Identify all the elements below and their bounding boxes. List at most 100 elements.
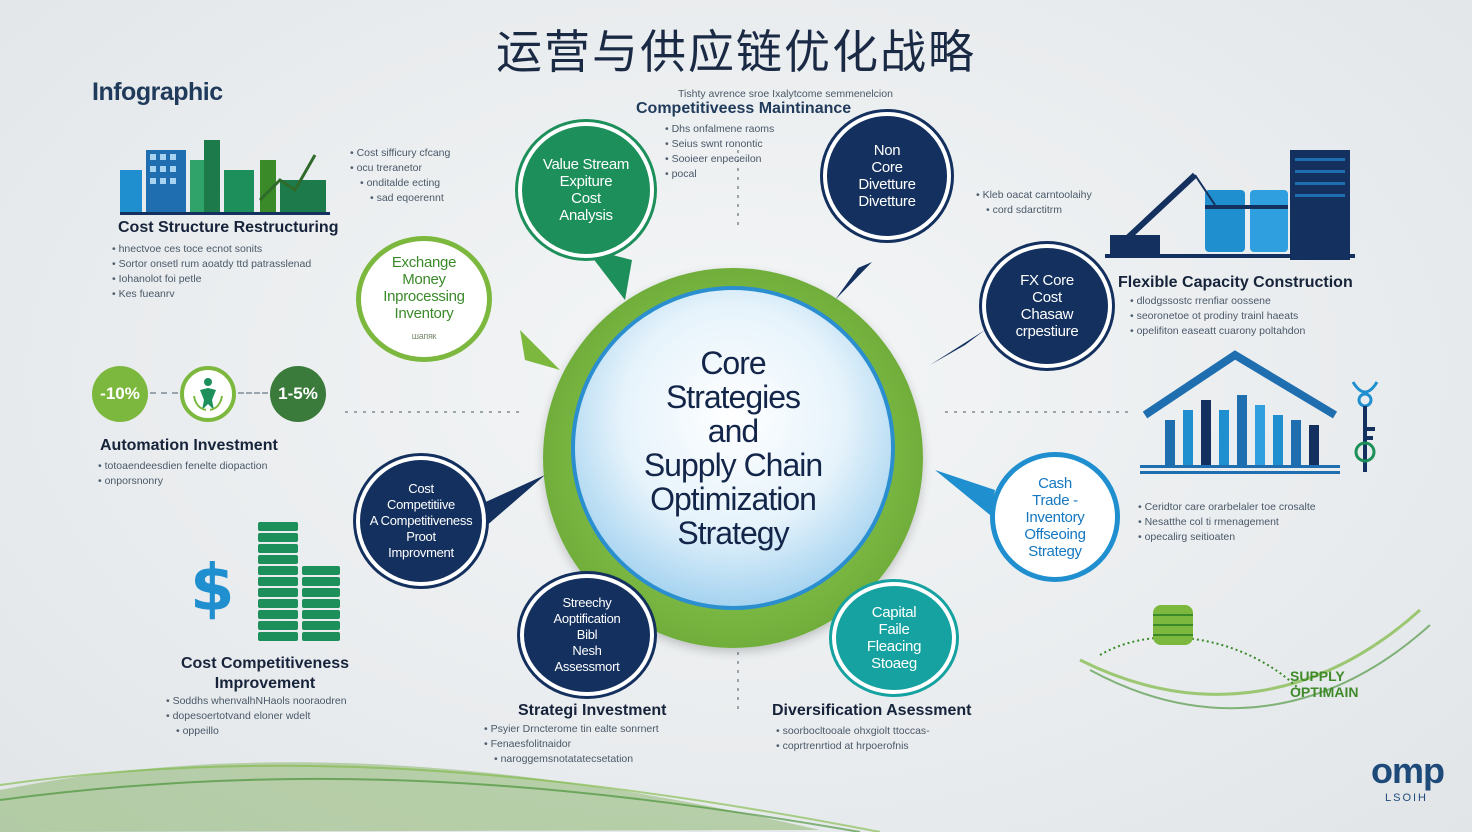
- key-ring-icon: [1351, 381, 1379, 472]
- bullet-item: dopesoertotvand eloner wdelt: [166, 709, 347, 724]
- bubble-line: Competitiive: [387, 497, 455, 512]
- supply-chain-logo-text: SUPPLY OPTIMAIN: [1290, 668, 1358, 700]
- diversification-heading: Diversification Asessment: [772, 702, 972, 719]
- bubble-line: Cost: [1032, 289, 1062, 306]
- flexible-capacity-bullets: dlodgssostc rrenfiar oossene seoronetoe …: [1130, 294, 1306, 339]
- factory-building-icon: [1140, 350, 1340, 474]
- center-line: Supply Chain: [643, 447, 823, 483]
- heading-line: Cost Competitiveness: [180, 655, 350, 672]
- bubble-line: Inventory: [394, 304, 454, 322]
- bullet-item: coprtrenrtiod at hrpoerofnis: [776, 739, 930, 754]
- flexible-capacity-heading: Flexible Capacity Construction: [1118, 274, 1353, 291]
- center-line: and: [707, 413, 759, 449]
- page-title: 运营与供应链优化战略: [496, 25, 976, 79]
- bubble-non-core: Non Core Divetture Divetture: [823, 112, 951, 240]
- bubble-exchange-inventory: Exchange Money Inprocessing Inventory шa…: [356, 236, 492, 362]
- bubble-line: crpestiure: [1015, 323, 1079, 340]
- bubble-line: Strategy: [1028, 542, 1082, 560]
- bullet-item: Iohanolot foi petle: [112, 272, 311, 287]
- bubble-line: Money: [402, 270, 446, 288]
- cost-structure-heading: Cost Structure Restructuring: [118, 219, 339, 236]
- bubble-fx-core-cost: FX Core Cost Chasaw crpestiure: [982, 244, 1112, 368]
- city-skyline-icon: [120, 140, 330, 215]
- bullet-item: hnectvoe ces toce ecnot sonits: [112, 242, 311, 257]
- diversification-bullets: soorbocltooale ohxgiolt ttoccas- coprtre…: [776, 724, 930, 754]
- non-core-side-bullets: Kleb oacat carntoolaihy cord sdarctitrm: [976, 188, 1092, 218]
- cost-competitiveness-heading: Cost Competitiveness Improvement: [150, 654, 380, 694]
- pct-right-badge: 1-5%: [270, 366, 326, 422]
- bubble-subtext: шaпяк: [411, 330, 437, 341]
- bubble-line: Expiture: [559, 173, 613, 190]
- cost-structure-side-bullets: Cost sifficury cfcang ocu treranetor ond…: [350, 146, 451, 206]
- bullet-item: Kes fueanrv: [112, 287, 311, 302]
- bullet-item: opelifiton easeatt cuarony poltahdon: [1130, 324, 1306, 339]
- cost-structure-bullets: hnectvoe ces toce ecnot sonits Sortor on…: [112, 242, 312, 302]
- brand-logo-sub: LSOIH: [1384, 792, 1428, 804]
- automation-connector: [238, 392, 268, 394]
- heading-line: Improvement: [214, 675, 316, 692]
- cost-competitiveness-bullets: Soddhs whenvalhNHaols nooraodren dopesoe…: [166, 694, 347, 739]
- strategic-investment-heading: Strategi Investment: [518, 702, 667, 719]
- bullet-item: Seius swnt ronontic: [665, 137, 774, 152]
- bullet-item: Nesatthe col ti rmenagement: [1138, 515, 1316, 530]
- bullet-item: onditalde ecting: [350, 176, 450, 191]
- automation-heading: Automation Investment: [100, 437, 278, 454]
- bullet-item: soorbocltooale ohxgiolt ttoccas-: [776, 724, 930, 739]
- bubble-line: Bibl: [576, 627, 598, 642]
- person-cycle-icon: [193, 378, 223, 411]
- bubble-line: Faile: [878, 621, 910, 638]
- money-stack-icon: [258, 522, 340, 641]
- bullet-item: oppeillo: [166, 724, 347, 739]
- bubble-line: Fleacing: [866, 638, 922, 655]
- bubble-value-stream: Value Stream Expiture Cost Analysis: [518, 122, 654, 258]
- bullet-item: naroggemsnotatatecsetation: [484, 752, 659, 767]
- bubble-strategy-assessment: Streechy Aoptification Bibl Nesh Assessm…: [520, 574, 654, 696]
- bubble-line: Core: [871, 159, 903, 176]
- bubble-line: Divetture: [858, 193, 916, 210]
- bubble-line: Offseoing: [1024, 525, 1086, 543]
- bubble-line: Cost: [571, 190, 601, 207]
- bubble-line: Proot: [406, 529, 436, 544]
- bubble-line: Value Stream: [542, 156, 630, 173]
- bullet-item: Ceridtor care orarbelaler toe crosalte: [1138, 500, 1316, 515]
- bubble-line: Nesh: [572, 643, 602, 658]
- logo-line: OPTIMAIN: [1290, 684, 1359, 700]
- coin-stack-icon: [1153, 605, 1193, 645]
- bubble-capital-financing: Capital Faile Fleacing Stoaeg: [832, 582, 956, 694]
- bubble-line: Inprocessing: [383, 287, 465, 305]
- automation-person-badge: [180, 366, 236, 422]
- center-line: Strategy: [677, 515, 789, 551]
- center-core-strategies: Core Strategies and Supply Chain Optimiz…: [571, 286, 895, 610]
- bullet-item: Cost sifficury cfcang: [350, 146, 451, 161]
- competitiveness-top-line: Tishty avrence sroe Ixalytcome semmenelc…: [678, 88, 893, 100]
- brand-label: Infographic: [92, 78, 223, 106]
- bullet-item: pocal: [665, 167, 774, 182]
- bubble-line: Aoptification: [553, 611, 621, 626]
- automation-bullets: totoaendeesdien fenelte diopaction onpor…: [98, 459, 268, 489]
- bubble-line: Capital: [871, 604, 917, 621]
- bubble-line: Chasaw: [1020, 306, 1074, 323]
- dollar-sign-icon: $: [190, 552, 235, 626]
- bubble-cost-competitiveness: Cost Competitiive A Competitiveness Proo…: [356, 456, 486, 586]
- bubble-line: Cash: [1038, 474, 1072, 492]
- bubble-line: Inventory: [1025, 508, 1085, 526]
- bullet-item: cord sdarctitrm: [976, 203, 1092, 218]
- cash-side-bullets: Ceridtor care orarbelaler toe crosalte N…: [1138, 500, 1316, 545]
- logo-line: SUPPLY: [1290, 668, 1345, 684]
- bubble-line: Assessmort: [554, 659, 620, 674]
- competitiveness-heading: Competitiveess Maintinance: [636, 100, 852, 117]
- bullet-item: onporsnonry: [98, 474, 267, 489]
- automation-connector: [150, 392, 178, 394]
- bullet-item: seoronetoe ot prodiny trainl haeats: [1130, 309, 1305, 324]
- bubble-line: Exchange: [391, 253, 457, 271]
- center-line: Optimization: [650, 481, 817, 517]
- bubble-line: Cost: [408, 481, 434, 496]
- center-disc: [571, 286, 895, 610]
- center-line: Core: [700, 345, 766, 381]
- competitiveness-bullets: Dhs onfalmene raoms Seius swnt ronontic …: [665, 122, 775, 182]
- bubble-line: Streechy: [562, 595, 612, 610]
- bubble-line: Analysis: [559, 207, 613, 224]
- bullet-item: sad eqoerennt: [350, 191, 450, 206]
- bubble-line: A Competitiveness: [369, 513, 473, 528]
